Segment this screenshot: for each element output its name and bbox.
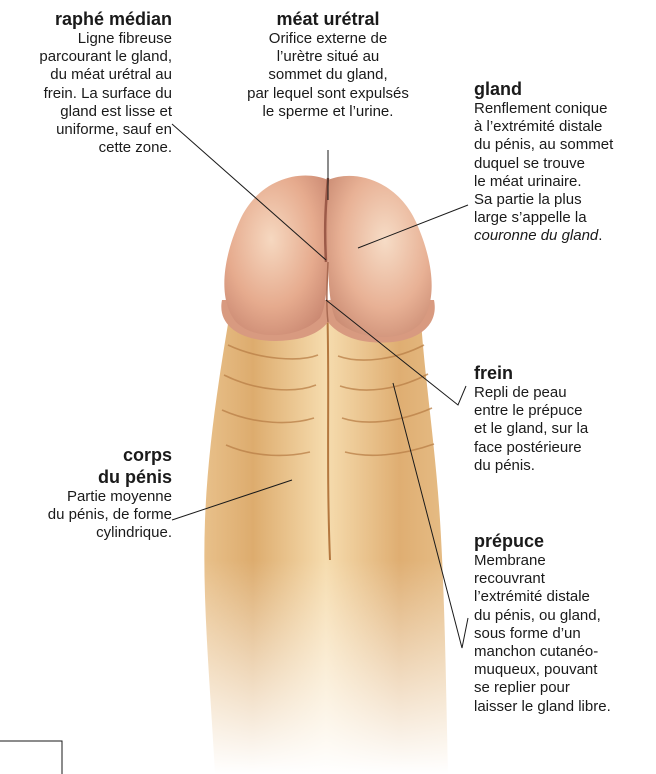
desc-line: uniforme, sauf en — [0, 121, 172, 139]
desc-line: large s’appelle la — [474, 209, 654, 227]
desc-line: frein. La surface du — [0, 85, 172, 103]
label-corps: corps du pénis Partie moyenne du pénis, … — [0, 444, 172, 543]
term-raphe: raphé médian — [0, 8, 172, 30]
desc-line: couronne du gland. — [474, 227, 654, 245]
desc-line: du pénis, ou gland, — [474, 607, 654, 625]
desc-line: manchon cutanéo- — [474, 643, 654, 661]
desc-line: Sa partie la plus — [474, 191, 654, 209]
desc-line: du méat urétral au — [0, 66, 172, 84]
desc-line: cette zone. — [0, 139, 172, 157]
term-corps-line1: corps — [0, 444, 172, 466]
desc-line: et le gland, sur la — [474, 420, 654, 438]
label-raphe: raphé médian Ligne fibreuse parcourant l… — [0, 8, 172, 157]
desc-line: du pénis, au sommet — [474, 136, 654, 154]
desc-line: cylindrique. — [0, 524, 172, 542]
term-gland: gland — [474, 78, 654, 100]
desc-line: le sperme et l’urine. — [228, 103, 428, 121]
desc-line: l’urètre situé au — [228, 48, 428, 66]
desc-line: par lequel sont expulsés — [228, 85, 428, 103]
desc-line: l’extrémité distale — [474, 588, 654, 606]
desc-line: laisser le gland libre. — [474, 698, 654, 716]
italic-term: couronne du gland — [474, 227, 598, 244]
desc-line: Repli de peau — [474, 384, 654, 402]
term-frein: frein — [474, 362, 654, 384]
glans-right — [328, 176, 432, 337]
term-meat: méat urétral — [228, 8, 428, 30]
desc-line: recouvrant — [474, 570, 654, 588]
term-prepuce: prépuce — [474, 530, 654, 552]
corner-marker — [0, 741, 62, 774]
punctuation: . — [598, 227, 602, 244]
glans-left — [224, 176, 328, 336]
desc-line: du pénis. — [474, 457, 654, 475]
desc-line: Orifice externe de — [228, 30, 428, 48]
desc-line: muqueux, pouvant — [474, 661, 654, 679]
desc-line: du pénis, de forme — [0, 506, 172, 524]
desc-line: Renflement conique — [474, 100, 654, 118]
label-meat: méat urétral Orifice externe de l’urètre… — [228, 8, 428, 121]
desc-line: le méat urinaire. — [474, 173, 654, 191]
label-gland: gland Renflement conique à l’extrémité d… — [474, 78, 654, 246]
desc-line: face postérieure — [474, 439, 654, 457]
desc-line: sous forme d’un — [474, 625, 654, 643]
desc-line: gland est lisse et — [0, 103, 172, 121]
desc-line: duquel se trouve — [474, 155, 654, 173]
label-frein: frein Repli de peau entre le prépuce et … — [474, 362, 654, 475]
desc-line: entre le prépuce — [474, 402, 654, 420]
label-prepuce: prépuce Membrane recouvrant l’extrémité … — [474, 530, 654, 716]
desc-line: se replier pour — [474, 679, 654, 697]
desc-line: Membrane — [474, 552, 654, 570]
desc-line: sommet du gland, — [228, 66, 428, 84]
desc-line: Ligne fibreuse — [0, 30, 172, 48]
desc-line: parcourant le gland, — [0, 48, 172, 66]
term-corps-line2: du pénis — [0, 466, 172, 488]
desc-line: à l’extrémité distale — [474, 118, 654, 136]
desc-line: Partie moyenne — [0, 488, 172, 506]
